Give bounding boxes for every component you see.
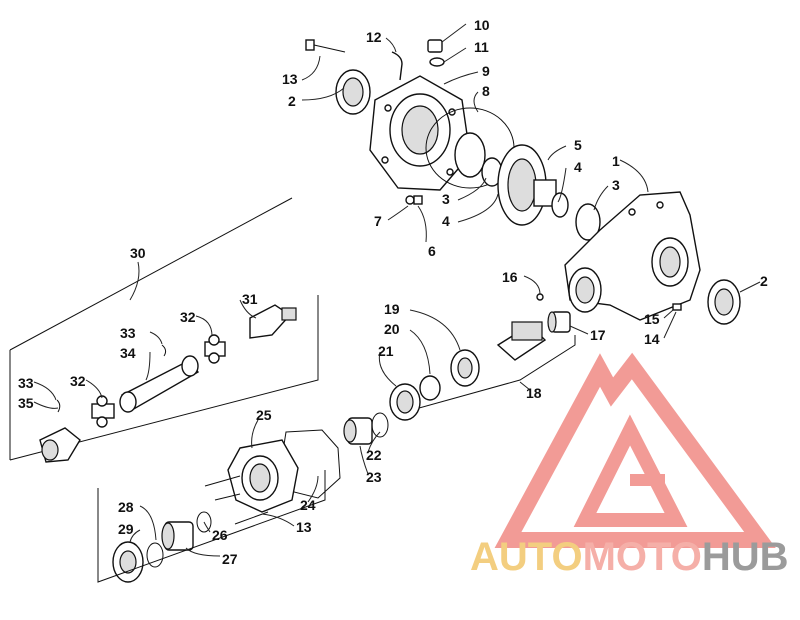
callout-34: 34 [120,345,136,361]
seal-part-29 [112,541,164,583]
cover-part-25 [227,439,299,513]
watermark-logo: AUTOMOTOHUB [470,352,789,579]
callout-8: 8 [482,83,490,99]
callout-33-lower: 33 [18,375,34,391]
drain-part-14 [672,303,682,311]
callout-14: 14 [644,331,660,347]
callout-20: 20 [384,321,400,337]
watermark-text: AUTOMOTOHUB [470,535,789,579]
callout-32-upper: 32 [180,309,196,325]
callout-18: 18 [526,385,542,401]
callout-35: 35 [18,395,34,411]
seal-part-2-right [707,279,741,325]
callout-labels: 1 2 2 3 3 4 4 5 6 7 8 9 10 11 12 13 13 1… [18,17,768,567]
callout-4-left: 4 [442,213,450,229]
callout-15: 15 [644,311,660,327]
leader-lines [33,23,761,557]
callout-31: 31 [242,291,258,307]
housing-cover-part-9 [369,75,471,191]
callout-9: 9 [482,63,490,79]
logo-triangle-icon [494,352,776,548]
callout-13-top: 13 [282,71,298,87]
ring-gear-part-5 [454,132,601,241]
seal-part-2-top [335,69,371,115]
callout-3-right: 3 [612,177,620,193]
watermark-hub: HUB [702,535,789,579]
pinion-assembly-part-18 [389,321,576,421]
bushing-part-17 [547,311,571,333]
callout-17: 17 [590,327,606,343]
breather-part-12 [391,51,403,81]
callout-24: 24 [300,497,316,513]
callout-21: 21 [378,343,394,359]
callout-32-lower: 32 [70,373,86,389]
callout-13-lower: 13 [296,519,312,535]
bearing-part-27 [161,511,212,551]
callout-7: 7 [374,213,382,229]
callout-2-right: 2 [760,273,768,289]
watermark-auto: AUTO [470,535,583,579]
callout-23: 23 [366,469,382,485]
callout-3-left: 3 [442,191,450,207]
callout-33-upper: 33 [120,325,136,341]
callout-11: 11 [474,39,489,55]
callout-26: 26 [212,527,228,543]
callout-27: 27 [222,551,238,567]
callout-19: 19 [384,301,400,317]
callout-22: 22 [366,447,382,463]
fitting-part-16 [536,293,544,301]
plug-part-10 [427,39,445,67]
callout-4-right: 4 [574,159,582,175]
watermark-moto: MOTO [583,535,702,579]
callout-1: 1 [612,153,620,169]
callout-5: 5 [574,137,582,153]
callout-12: 12 [366,29,382,45]
callout-30: 30 [130,245,146,261]
bolt-part-7 [405,195,423,205]
callout-25: 25 [256,407,272,423]
callout-10: 10 [474,17,490,33]
callout-6: 6 [428,243,436,259]
callout-29: 29 [118,521,134,537]
callout-28: 28 [118,499,134,515]
bearing-part-23 [343,412,389,445]
main-housing-part-1 [564,191,701,321]
callout-2-top: 2 [288,93,296,109]
lower-assembly-box [97,470,326,583]
driveshaft-assembly-part-30 [9,197,319,463]
parts-drawings [9,39,741,583]
bolt-part-13 [305,39,346,53]
callout-16: 16 [502,269,518,285]
